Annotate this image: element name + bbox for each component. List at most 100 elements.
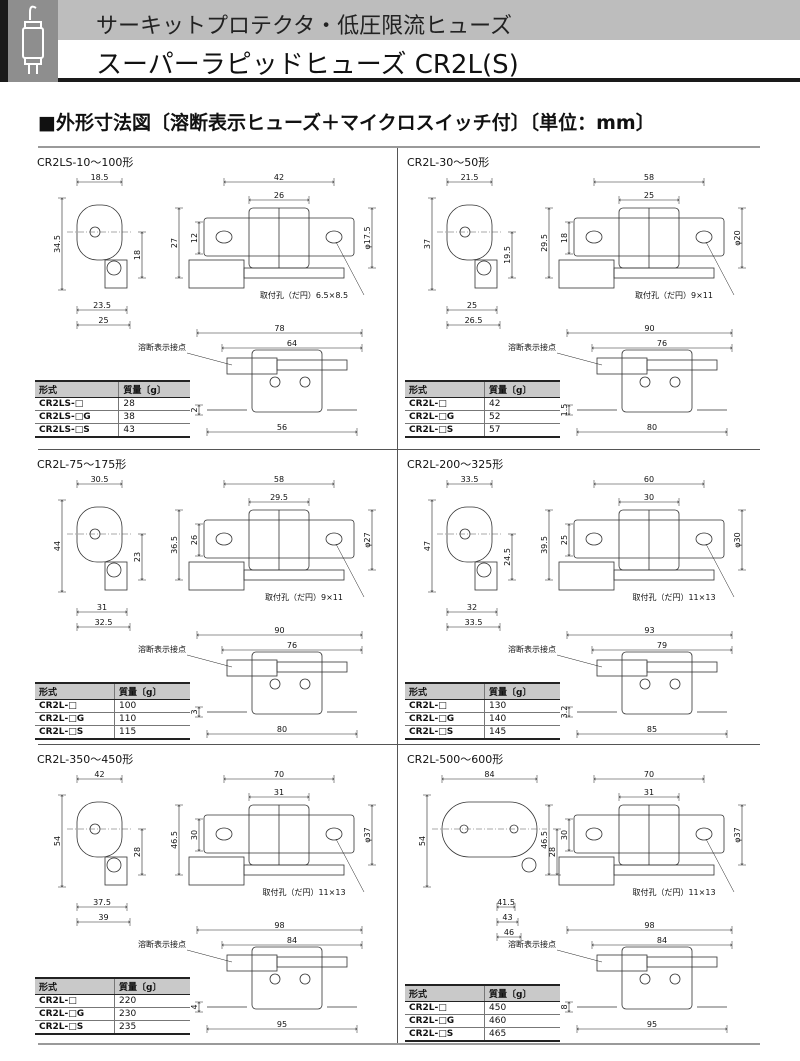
mass-value: 235 — [114, 1020, 190, 1035]
column-header: 質量〔g〕 — [114, 682, 190, 700]
mounting-hole — [585, 827, 603, 841]
mounting-hole — [695, 230, 713, 244]
contact-label: 溶断表示接点 — [138, 939, 186, 949]
dimension-label: 47 — [423, 541, 432, 551]
micro-switch — [558, 259, 615, 289]
dimension-label: 3 — [190, 709, 199, 714]
mass-value: 220 — [114, 994, 190, 1008]
switch-rod — [646, 359, 718, 371]
dimension-label: 30.5 — [91, 475, 109, 484]
section-title: ■外形寸法図〔溶断表示ヒューズ＋マイクロスイッチ付〕〔単位：mm〕 — [38, 112, 655, 134]
micro-switch — [104, 259, 128, 289]
mass-value: 38 — [118, 410, 190, 424]
panel-title: CR2L-75～175形 — [37, 458, 127, 471]
dimension-label: 39.5 — [540, 536, 549, 554]
fuse-body — [621, 946, 693, 1010]
terminal-nut — [639, 973, 651, 985]
terminal-nut — [269, 376, 281, 388]
leader-line — [556, 654, 603, 668]
model-name: CR2L-□ — [405, 699, 485, 713]
terminal-nut — [669, 376, 681, 388]
micro-switch — [104, 561, 128, 591]
model-name: CR2L-□G — [35, 1007, 115, 1021]
switch-rod — [646, 661, 718, 673]
column-header: 形式 — [405, 380, 485, 398]
dimension-label: 24.5 — [503, 548, 512, 566]
mounting-hole-label: 取付孔（だ円）11×13 — [262, 887, 345, 897]
dimension-label: 90 — [644, 324, 654, 333]
dimension-label: 58 — [644, 173, 654, 182]
table-header-row: 形式質量〔g〕 — [35, 380, 190, 398]
mass-value: 100 — [114, 699, 190, 713]
switch-rod — [243, 267, 345, 279]
dimension-label: 23 — [133, 552, 142, 562]
table-row: CR2L-□100 — [35, 699, 190, 713]
dimension-label: φ27 — [363, 532, 372, 547]
dimension-label: 37 — [423, 239, 432, 249]
dimension-label: 70 — [644, 770, 654, 779]
dimension-label: 32.5 — [95, 618, 113, 627]
table-row: CR2L-□130 — [405, 699, 560, 713]
leader-line — [556, 352, 603, 366]
leader-line — [705, 838, 735, 893]
mass-value: 465 — [484, 1027, 560, 1042]
dimension-label: φ30 — [733, 532, 742, 547]
side-view-body — [441, 801, 538, 858]
mass-value: 42 — [484, 397, 560, 411]
fuse-body — [251, 349, 323, 413]
switch-terminal — [106, 857, 122, 873]
model-name: CR2L-□S — [35, 725, 115, 740]
micro-switch — [188, 856, 245, 886]
mounting-hole-label: 取付孔（だ円）9×11 — [265, 592, 343, 602]
mounting-hole — [695, 532, 713, 546]
dimension-label: 21.5 — [461, 173, 479, 182]
dimension-label: 42 — [94, 770, 104, 779]
switch-terminal — [106, 562, 122, 578]
dimension-label: 95 — [647, 1020, 657, 1029]
mass-value: 28 — [118, 397, 190, 411]
dimension-label: φ37 — [733, 827, 742, 842]
dimension-label: 30 — [190, 830, 199, 840]
model-name: CR2L-□G — [405, 712, 485, 726]
switch-terminal — [476, 260, 492, 276]
dimension-label: 80 — [647, 423, 657, 432]
dimension-label: 79 — [657, 641, 667, 650]
dimension-label: 32 — [467, 603, 477, 612]
mass-value: 140 — [484, 712, 560, 726]
mass-value: 110 — [114, 712, 190, 726]
dimension-label: 98 — [274, 921, 284, 930]
model-name: CR2LS-□ — [35, 397, 119, 411]
dimension-label: 2 — [190, 407, 199, 412]
side-view-body — [76, 506, 123, 563]
switch-rod — [613, 267, 715, 279]
dimension-label: 80 — [277, 725, 287, 734]
fuse-body — [621, 349, 693, 413]
dimension-label: 30 — [644, 493, 654, 502]
micro-switch — [474, 561, 498, 591]
mounting-hole — [695, 827, 713, 841]
model-name: CR2L-□S — [405, 725, 485, 740]
side-view-body — [76, 204, 123, 261]
table-header-row: 形式質量〔g〕 — [405, 682, 560, 700]
column-header: 質量〔g〕 — [484, 380, 560, 398]
mass-value: 57 — [484, 423, 560, 438]
leader-line — [335, 543, 365, 598]
model-name: CR2L-□ — [35, 994, 115, 1008]
mounting-hole-label: 取付孔（だ円）11×13 — [632, 887, 715, 897]
dimension-label: 95 — [277, 1020, 287, 1029]
dimension-label: 54 — [53, 836, 62, 846]
mounting-hole — [585, 532, 603, 546]
model-name: CR2L-□S — [405, 423, 485, 438]
dimension-label: 4 — [190, 1004, 199, 1009]
